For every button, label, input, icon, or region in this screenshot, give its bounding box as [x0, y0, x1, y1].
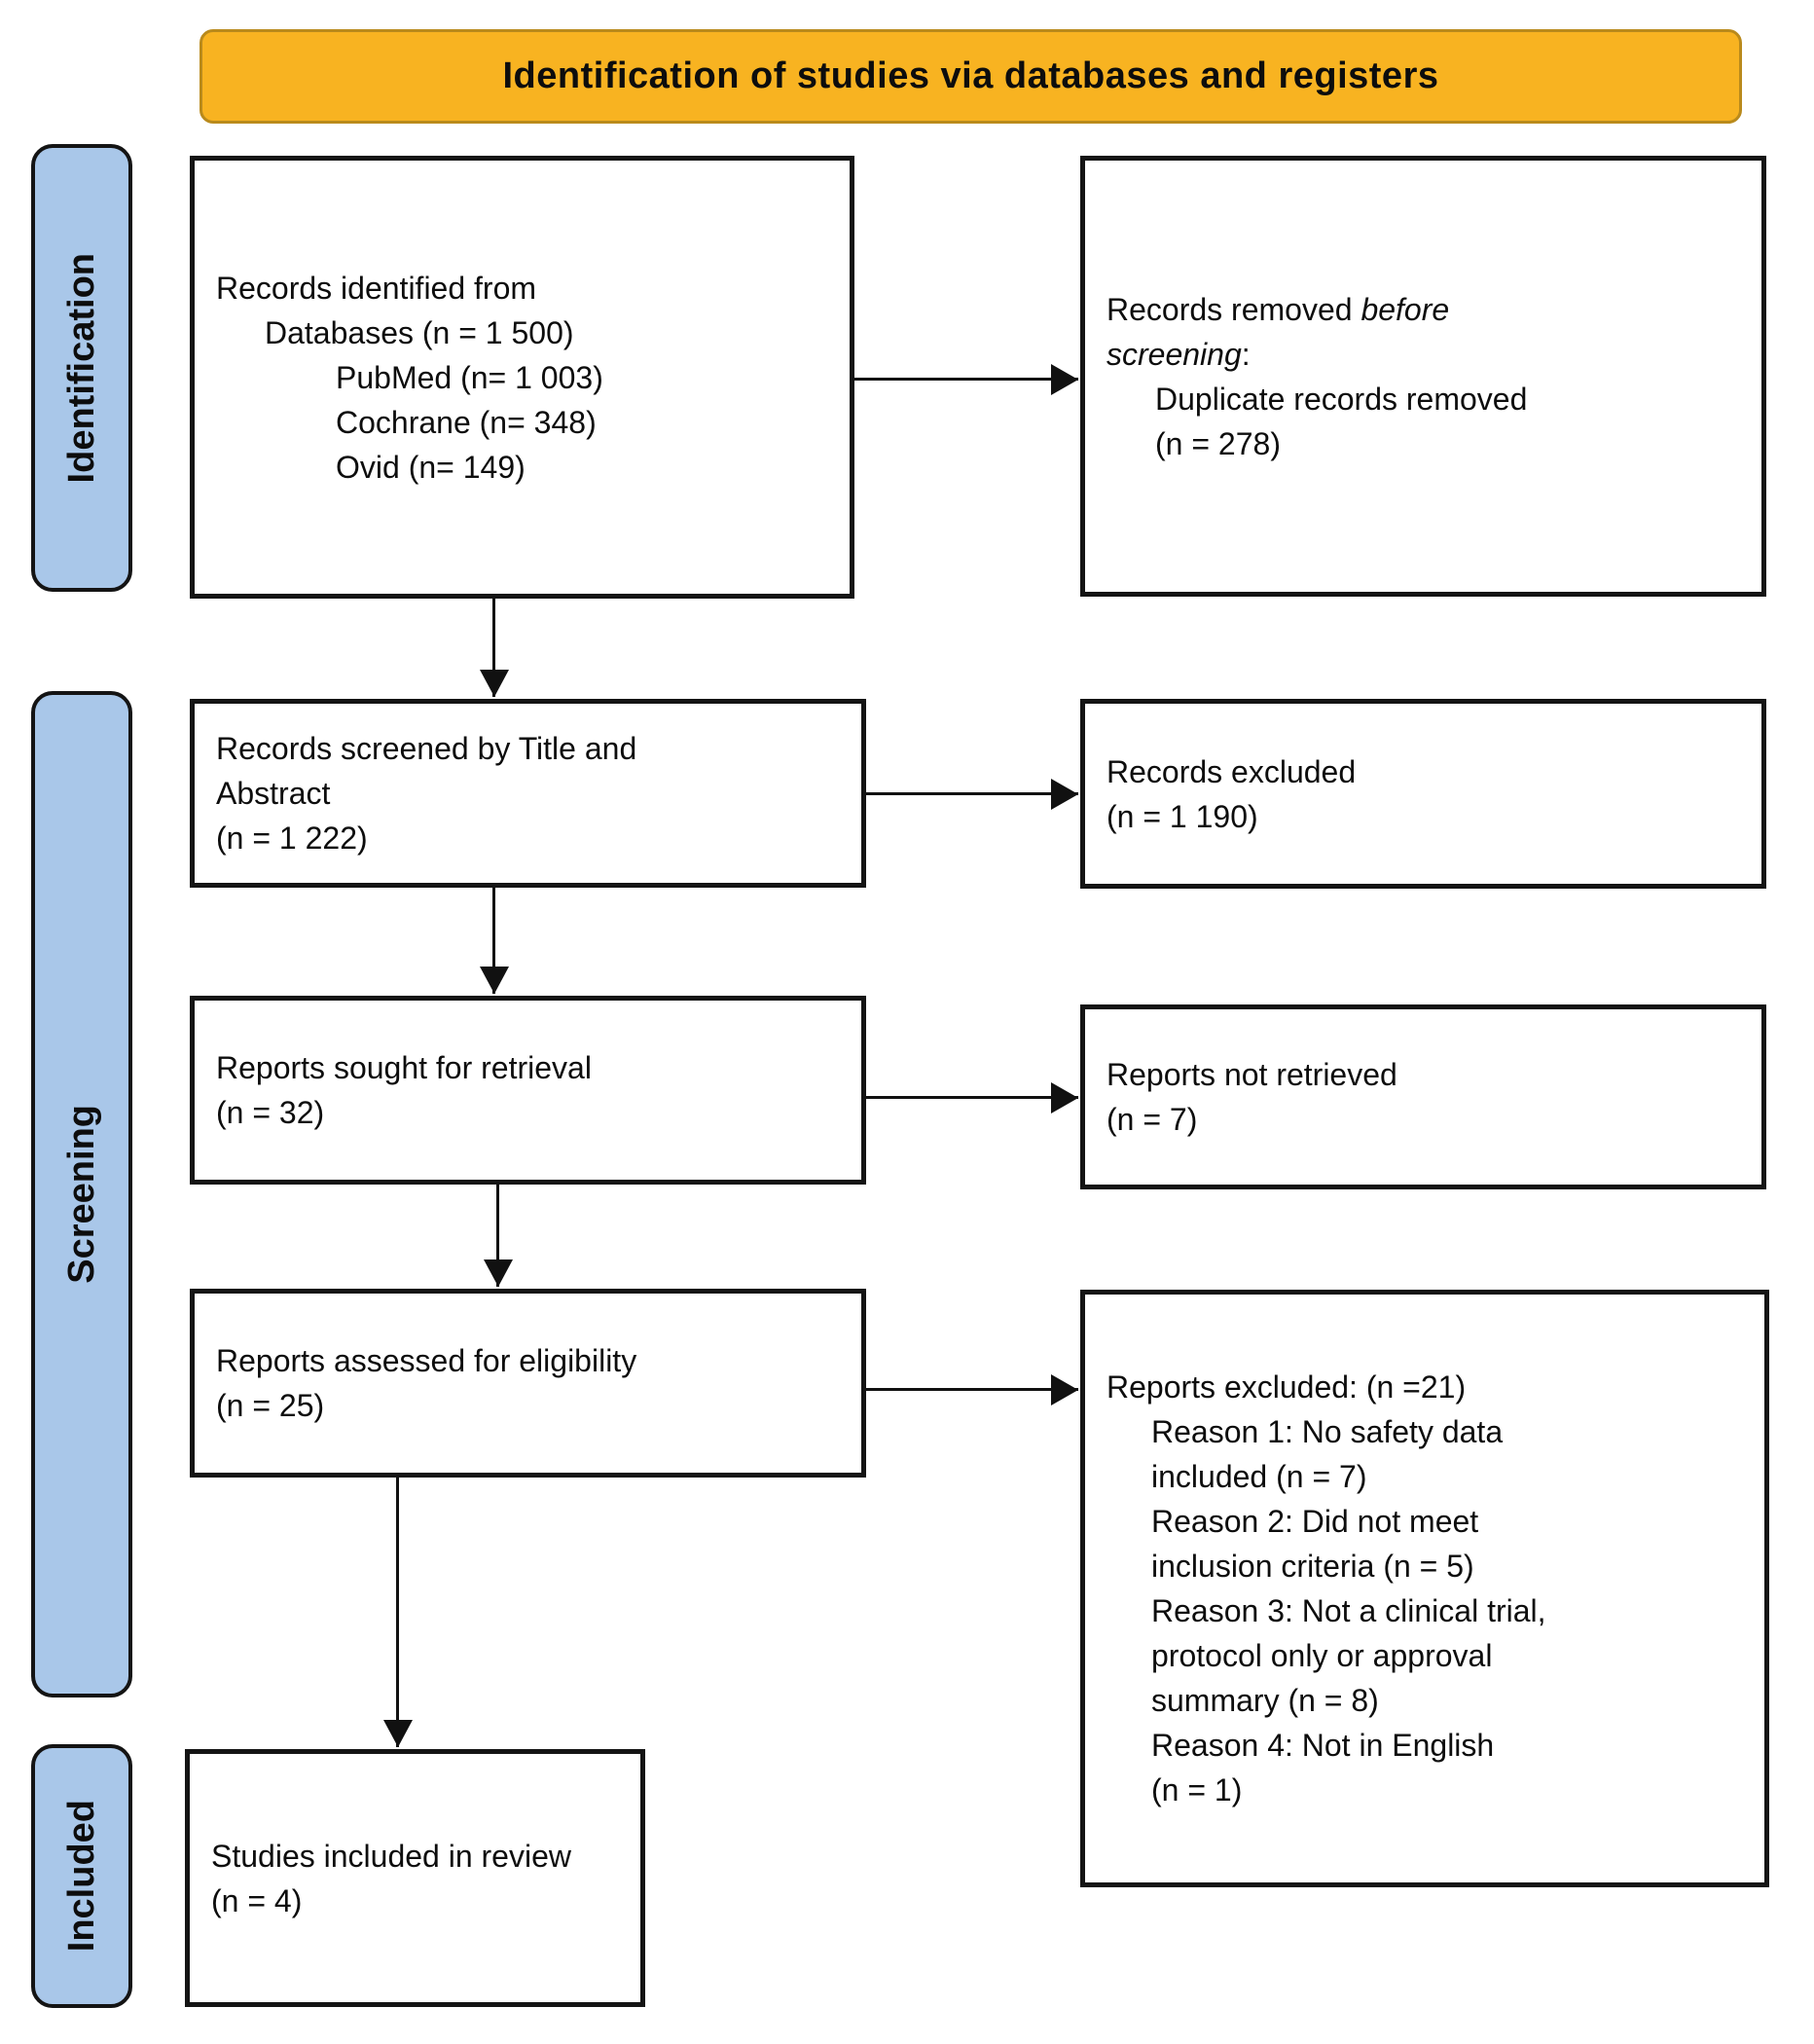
- box-reports-excluded-reasons-line: Reports excluded: (n =21): [1107, 1369, 1467, 1405]
- box-records-removed-line: screening:: [1107, 332, 1251, 377]
- box-records-excluded-line: (n = 1 190): [1107, 798, 1258, 834]
- box-records-excluded-line: Records excluded: [1107, 753, 1357, 789]
- box-records-removed-italic: before: [1360, 291, 1450, 327]
- box-records-screened-line: Abstract: [216, 776, 331, 811]
- box-reports-assessed: Reports assessed for eligibility (n = 25…: [190, 1289, 866, 1478]
- stage-label-included: Included: [31, 1744, 132, 2008]
- box-reports-excluded-reasons: Reports excluded: (n =21) Reason 1: No s…: [1080, 1290, 1769, 1887]
- box-records-removed-italic: screening: [1107, 336, 1242, 372]
- box-reports-assessed-line: (n = 25): [216, 1388, 325, 1423]
- box-reports-sought: Reports sought for retrieval (n = 32): [190, 996, 866, 1185]
- box-studies-included-line: (n = 4): [211, 1882, 303, 1918]
- box-records-identified: Records identified from Databases (n = 1…: [190, 156, 854, 599]
- box-records-excluded: Records excluded (n = 1 190): [1080, 699, 1766, 889]
- arrow-down-assessed-to-included: [396, 1478, 399, 1747]
- box-records-removed-text: :: [1241, 336, 1251, 372]
- stage-label-screening-text: Screening: [60, 1105, 102, 1284]
- box-records-identified-line: Cochrane (n= 348): [336, 404, 597, 440]
- box-studies-included: Studies included in review (n = 4): [185, 1749, 645, 2007]
- box-reports-not-retrieved: Reports not retrieved (n = 7): [1080, 1004, 1766, 1189]
- header-banner: Identification of studies via databases …: [200, 29, 1742, 124]
- box-reports-excluded-reasons-line: Reason 1: No safety data: [1151, 1414, 1504, 1449]
- stage-label-identification: Identification: [31, 144, 132, 592]
- arrow-right-sought-to-not-retrieved: [866, 1096, 1078, 1099]
- box-reports-not-retrieved-line: Reports not retrieved: [1107, 1057, 1397, 1092]
- arrow-down-identified-to-screened: [492, 599, 495, 697]
- box-records-removed-line: (n = 278): [1155, 425, 1281, 461]
- box-reports-sought-line: Reports sought for retrieval: [216, 1050, 592, 1085]
- box-reports-assessed-line: Reports assessed for eligibility: [216, 1343, 637, 1378]
- box-reports-excluded-reasons-line: Reason 2: Did not meet: [1151, 1504, 1479, 1539]
- box-reports-excluded-reasons-line: included (n = 7): [1151, 1459, 1367, 1494]
- stage-label-screening: Screening: [31, 691, 132, 1697]
- arrow-down-screened-to-sought: [492, 888, 495, 994]
- box-records-removed-line: Duplicate records removed: [1155, 381, 1528, 417]
- box-records-identified-line: Ovid (n= 149): [336, 449, 526, 485]
- box-records-removed-line: Records removed before: [1107, 287, 1449, 332]
- box-reports-excluded-reasons-line: Reason 4: Not in English: [1151, 1728, 1495, 1763]
- box-reports-sought-line: (n = 32): [216, 1095, 325, 1130]
- arrow-right-screened-to-excluded: [866, 792, 1078, 795]
- box-records-identified-line: Records identified from: [216, 270, 537, 306]
- stage-label-included-text: Included: [60, 1800, 102, 1953]
- box-records-identified-line: PubMed (n= 1 003): [336, 359, 603, 395]
- arrow-right-assessed-to-excluded-reasons: [866, 1388, 1078, 1391]
- arrow-right-identified-to-removed: [854, 378, 1078, 381]
- box-records-screened: Records screened by Title and Abstract (…: [190, 699, 866, 888]
- box-reports-excluded-reasons-line: (n = 1): [1151, 1772, 1243, 1807]
- box-records-screened-line: Records screened by Title and: [216, 731, 637, 766]
- box-reports-excluded-reasons-line: summary (n = 8): [1151, 1683, 1379, 1718]
- box-records-screened-line: (n = 1 222): [216, 821, 368, 856]
- stage-label-identification-text: Identification: [60, 252, 102, 484]
- box-reports-excluded-reasons-line: inclusion criteria (n = 5): [1151, 1549, 1474, 1584]
- box-records-removed-text: Records removed: [1107, 291, 1361, 327]
- box-reports-excluded-reasons-line: protocol only or approval: [1151, 1638, 1493, 1673]
- box-reports-not-retrieved-line: (n = 7): [1107, 1102, 1198, 1137]
- box-studies-included-line: Studies included in review: [211, 1838, 571, 1874]
- arrow-down-sought-to-assessed: [496, 1185, 499, 1287]
- box-reports-excluded-reasons-line: Reason 3: Not a clinical trial,: [1151, 1593, 1546, 1628]
- box-records-removed: Records removed before screening: Duplic…: [1080, 156, 1766, 597]
- box-records-identified-line: Databases (n = 1 500): [265, 314, 574, 350]
